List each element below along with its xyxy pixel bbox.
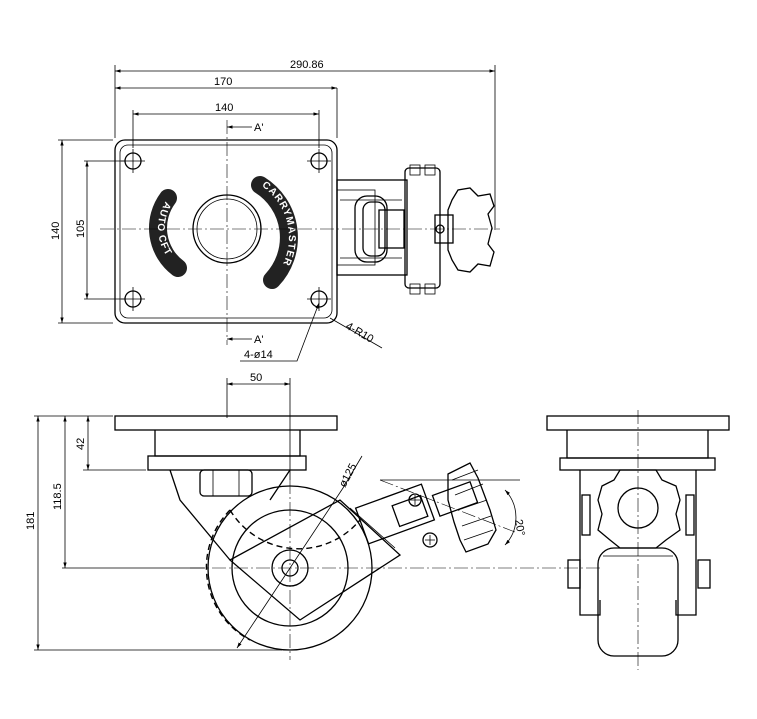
front-view: [546, 410, 730, 670]
swivel-sweep-hidden: [229, 509, 361, 550]
radius-note: 4-R10: [344, 320, 376, 345]
dim-140-vertical: 140: [50, 222, 62, 240]
side-top-plate: [114, 415, 338, 431]
top-view: AUTO CFT CARRYMASTER 290.8: [50, 59, 500, 362]
section-mark-top: A': [254, 122, 263, 134]
mounting-holes: [121, 149, 331, 311]
side-view: 50 42 118.5 181 ø125 20°: [25, 372, 600, 660]
dim-118-5: 118.5: [52, 483, 64, 510]
top-plate: [114, 139, 338, 324]
brake-knob-side[interactable]: [447, 462, 497, 553]
top-dimensions: 290.86 170 140 140 105 A' A' 4-ø14 4-R10: [50, 59, 496, 362]
dim-50: 50: [250, 372, 262, 384]
dim-170: 170: [214, 76, 232, 88]
brake-assembly-side: [228, 462, 520, 621]
dim-wheel-diameter: ø125: [337, 462, 359, 490]
brake-knob-top[interactable]: [447, 187, 495, 273]
dim-42: 42: [75, 438, 87, 450]
brake-assembly-top: [336, 164, 495, 295]
hole-note: 4-ø14: [244, 349, 273, 361]
emboss-left-slot: [149, 189, 187, 277]
front-brake-knob: [597, 469, 681, 549]
dim-angle: 20°: [512, 518, 527, 536]
dim-140-horizontal: 140: [215, 102, 233, 114]
section-mark-bottom: A': [254, 334, 263, 346]
emboss-right-slot: [251, 176, 298, 289]
dim-181: 181: [25, 512, 37, 530]
dim-105: 105: [75, 220, 87, 238]
dim-290-86: 290.86: [290, 59, 324, 71]
